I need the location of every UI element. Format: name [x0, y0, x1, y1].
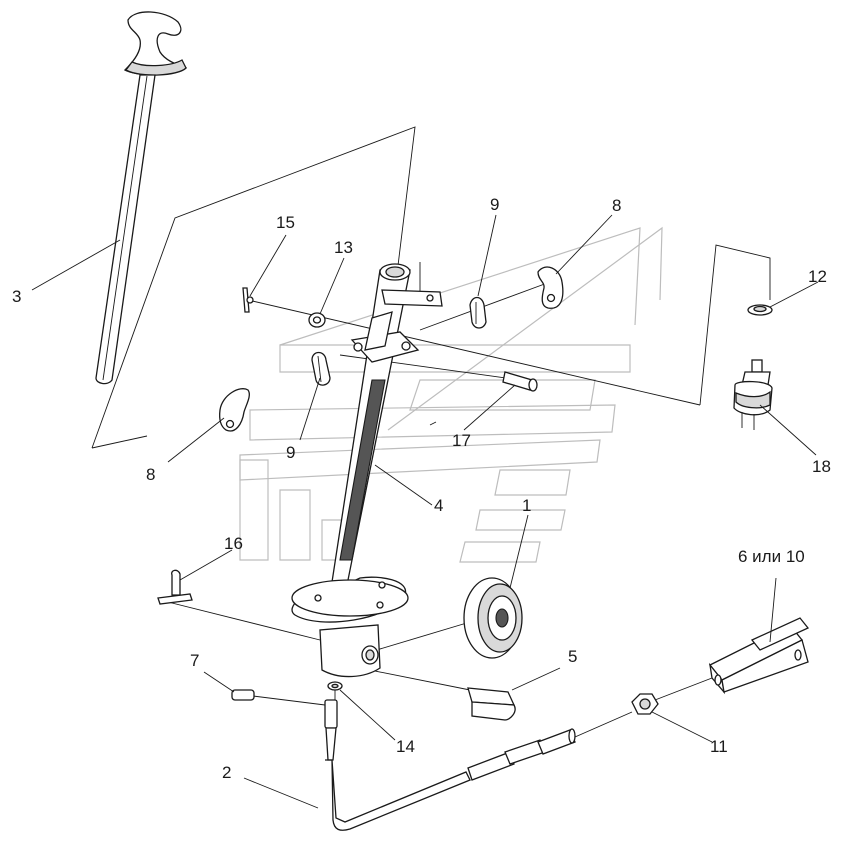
- part-5-block: [467, 687, 516, 721]
- part-14-washer: [327, 681, 343, 691]
- callout-13: 13: [334, 238, 353, 257]
- part-15-cotter: [242, 287, 254, 313]
- part-8-cam-top: [537, 266, 564, 309]
- watermark-logo: [239, 226, 663, 563]
- callout-15: 15: [276, 213, 295, 232]
- part-13-washer: [308, 312, 326, 328]
- callout-7: 7: [190, 651, 200, 670]
- callout-8-left: 8: [146, 465, 156, 484]
- part-9-clip-left: [311, 351, 331, 386]
- part-4-column: [291, 263, 443, 678]
- part-8-cam-left: [219, 388, 250, 432]
- part-6-10-fork: [708, 617, 810, 695]
- part-16-lever-pin: [157, 569, 193, 605]
- part-18-switch: [733, 359, 773, 430]
- callout-9-top: 9: [490, 195, 500, 214]
- callout-12: 12: [808, 267, 827, 286]
- callout-14: 14: [396, 737, 415, 756]
- leader-lines: [31, 214, 819, 809]
- callout-18: 18: [812, 457, 831, 476]
- part-2-rod: [324, 699, 576, 831]
- part-17-pin: [502, 371, 538, 392]
- callout-2: 2: [222, 763, 232, 782]
- spring-clip-mark: [429, 421, 437, 426]
- callout-11: 11: [710, 737, 728, 756]
- callout-3: 3: [12, 287, 22, 306]
- part-11-nut: [631, 693, 659, 715]
- assembly-lines: [91, 126, 771, 738]
- part-9-clip-top: [469, 296, 487, 329]
- callout-16: 16: [224, 534, 243, 553]
- part-7-sleeve: [231, 689, 255, 701]
- callout-17: 17: [452, 431, 471, 450]
- callout-1: 1: [522, 496, 532, 515]
- part-3-handle-lever: [95, 11, 188, 385]
- callout-4: 4: [434, 496, 444, 515]
- part-1-roller: [463, 577, 523, 659]
- callout-6-or-10: 6 или 10: [738, 547, 805, 566]
- part-12-washer: [747, 304, 773, 316]
- callout-9-left: 9: [286, 443, 296, 462]
- callout-5: 5: [568, 647, 578, 666]
- callout-8-top: 8: [612, 196, 622, 215]
